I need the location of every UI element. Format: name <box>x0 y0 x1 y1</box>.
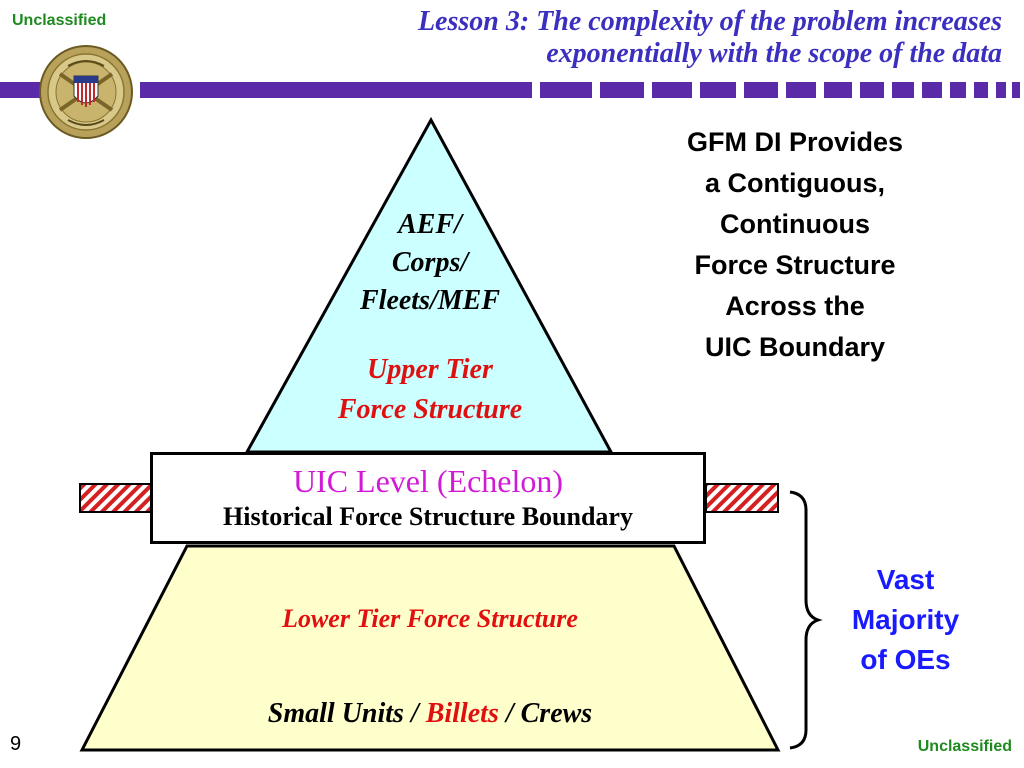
right-curly-brace <box>789 490 823 750</box>
gfm-note-line-1: GFM DI Provides <box>686 127 904 157</box>
small-units-part-1: Small Units / <box>267 698 426 729</box>
vast-line-2: Majority <box>851 604 960 635</box>
small-units-label: Small Units / Billets / Crews <box>180 696 680 732</box>
uic-level-box: UIC Level (Echelon) Historical Force Str… <box>150 452 706 544</box>
lower-tier-trapezoid <box>79 544 781 752</box>
gfm-di-note: GFM DI Provides a Contiguous, Continuous… <box>650 122 940 368</box>
classification-bottom: Unclassified <box>917 738 1012 755</box>
vast-line-3: of OEs <box>860 644 951 675</box>
slide-title: Lesson 3: The complexity of the problem … <box>242 6 1002 70</box>
boundary-bar-right <box>705 483 779 513</box>
upper-units-line-2: Corps/ <box>391 247 469 278</box>
boundary-bar-left <box>79 483 153 513</box>
joint-chiefs-seal-icon <box>39 45 133 139</box>
upper-tier-line-1: Upper Tier <box>367 354 493 385</box>
upper-units-label: AEF/ Corps/ Fleets/MEF <box>320 206 540 320</box>
classification-top: Unclassified <box>12 12 107 29</box>
gfm-note-line-2: a Contiguous, <box>705 168 885 198</box>
upper-tier-line-2: Force Structure <box>337 394 523 425</box>
upper-tier-label: Upper Tier Force Structure <box>290 350 570 430</box>
upper-units-line-3: Fleets/MEF <box>359 285 500 316</box>
uic-level-title: UIC Level (Echelon) <box>292 463 564 499</box>
title-line-1: Lesson 3: The complexity of the problem … <box>417 6 1002 37</box>
gfm-note-line-5: Across the <box>725 291 865 321</box>
small-units-part-3: / Crews <box>498 698 593 729</box>
upper-units-line-1: AEF/ <box>398 209 462 240</box>
uic-level-subtitle: Historical Force Structure Boundary <box>223 502 633 531</box>
gfm-note-line-3: Continuous <box>720 209 870 239</box>
vast-line-1: Vast <box>876 564 935 595</box>
billets-label: Billets <box>425 698 499 729</box>
title-line-2: exponentially with the scope of the data <box>546 38 1002 69</box>
title-divider-band <box>0 82 1020 98</box>
gfm-note-line-6: UIC Boundary <box>704 332 885 362</box>
vast-majority-note: Vast Majority of OEs <box>818 560 993 680</box>
page-number: 9 <box>10 733 22 755</box>
lower-tier-label: Lower Tier Force Structure <box>282 604 578 633</box>
gfm-note-line-4: Force Structure <box>694 250 896 280</box>
